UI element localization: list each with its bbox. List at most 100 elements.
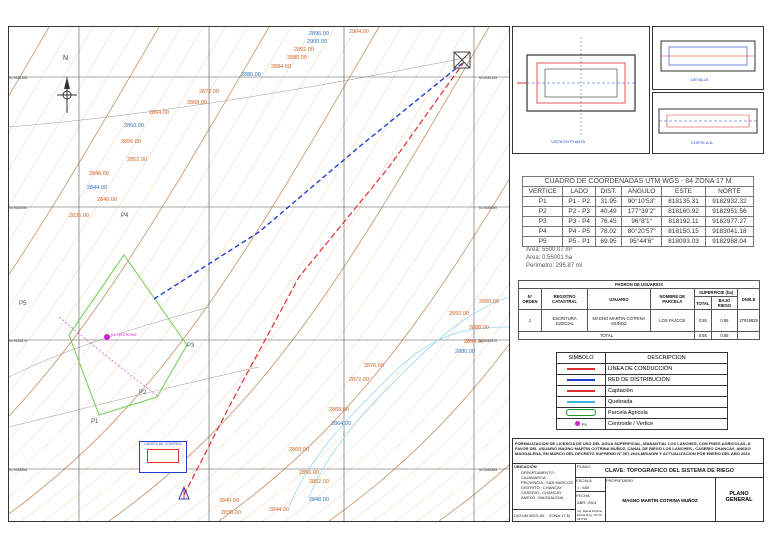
legend-description: RED DE DISTRIBUCIÓN bbox=[605, 374, 728, 386]
perimeter: Perímetro: 296.87 ml bbox=[526, 263, 583, 269]
contour-label: 2900.00 bbox=[307, 39, 327, 45]
contour-label: 2868.00 bbox=[329, 407, 349, 413]
casetta-stamp: CASETA DE CONTROL bbox=[139, 441, 187, 473]
stamp-box bbox=[147, 449, 179, 463]
contour-label: 2880.00 bbox=[455, 349, 475, 355]
legend-symbol bbox=[556, 374, 606, 386]
cell: 90°10'53" bbox=[621, 196, 663, 207]
title-block: FORMALIZACION DE LICENCIA DE USO DEL AGU… bbox=[512, 438, 764, 522]
padron-title: PADRON DE USUARIOS bbox=[518, 280, 760, 289]
lamina-box: PLANO GENERAL bbox=[715, 477, 763, 521]
contour-line bbox=[9, 27, 94, 171]
contour-label: 2848.00 bbox=[89, 171, 109, 177]
contour-line bbox=[9, 27, 226, 366]
cell: 818093.03 bbox=[661, 236, 706, 247]
contour-label: 2844.00 bbox=[87, 185, 107, 191]
fecha-label: FECHA bbox=[575, 491, 605, 499]
detail-title: DETALLE bbox=[691, 77, 709, 82]
area-ha: Area: 0.55001 ha bbox=[526, 255, 573, 261]
trail-line bbox=[9, 366, 260, 428]
ubicacion-item: DEPARTAMENTO : CAJAMARCA bbox=[521, 470, 556, 480]
contour-label: 2856.00 bbox=[299, 470, 319, 476]
contour-label: 2860.00 bbox=[289, 447, 309, 453]
contour-line bbox=[152, 67, 509, 521]
contour-line bbox=[9, 27, 358, 498]
legend-swatch bbox=[567, 379, 595, 381]
cell: 0.55 bbox=[710, 309, 739, 332]
contour-line bbox=[20, 27, 402, 521]
propietario-box: PROPIETARIO MAGNO MARTIN COTRINA MUÑOZ bbox=[605, 477, 716, 521]
grid-lines bbox=[9, 27, 509, 521]
legend-description: Centroide / Vertice bbox=[605, 418, 728, 430]
cell: 9182988.04 bbox=[704, 236, 755, 247]
title-header: FORMALIZACION DE LICENCIA DE USO DEL AGU… bbox=[513, 439, 763, 464]
captacion-marker bbox=[178, 485, 190, 500]
detail-section-svg bbox=[660, 40, 756, 72]
col-header: LADO bbox=[562, 186, 597, 197]
cell: 818160.92 bbox=[661, 206, 706, 217]
cell: 9182951.56 bbox=[704, 206, 755, 217]
contour-label: 2864.00 bbox=[331, 421, 351, 427]
cell: P2 - P3 bbox=[562, 206, 597, 217]
legend-row: Quebrada bbox=[556, 396, 728, 408]
detail-cut: CORTE A-A bbox=[652, 92, 764, 154]
contour-label: 2872.00 bbox=[199, 89, 219, 95]
contour-line bbox=[504, 517, 509, 521]
col-header: DNI/LE bbox=[737, 288, 760, 310]
area-m2: Area: 5500.07 m² bbox=[526, 247, 573, 253]
legend-centroid-text: P1 bbox=[582, 421, 587, 427]
grid-label: N=9182855 bbox=[9, 468, 28, 472]
col-header: NOMBRE DE PARCELA bbox=[649, 288, 695, 310]
contour-label: 2876.00 bbox=[364, 363, 384, 369]
contour-label: 2856.00 bbox=[121, 139, 141, 145]
ubicacion-item: PROVINCIA : SAN MARCOS bbox=[521, 480, 574, 485]
legend-row: RED DE DISTRIBUCIÓN bbox=[556, 374, 728, 386]
cell: 40.49 bbox=[595, 206, 623, 217]
vertex-label: P1 bbox=[91, 419, 99, 425]
plano-label: PLANO bbox=[577, 464, 591, 469]
plano-box: PLANO CLAVE: TOPOGRAFICO DEL SISTEMA DE … bbox=[575, 463, 763, 478]
contour-line bbox=[9, 27, 248, 392]
datum-box: DATUM WGS-84 ZONA 17 M bbox=[513, 509, 575, 522]
contour-line bbox=[9, 27, 292, 440]
grid-label: N=9182870 bbox=[9, 339, 28, 343]
contour-line bbox=[9, 27, 182, 307]
col-header: ANGULO bbox=[621, 186, 663, 197]
legend-swatch bbox=[567, 390, 595, 392]
cell: 1 bbox=[518, 309, 542, 332]
cell: 818150.15 bbox=[661, 226, 706, 237]
detail-plan-view: VISTA EN PLANTA bbox=[512, 26, 650, 154]
captacion-symbol bbox=[453, 51, 471, 69]
contour-line bbox=[9, 27, 314, 460]
trail-line bbox=[9, 56, 470, 128]
detail-title: VISTA EN PLANTA bbox=[551, 139, 586, 144]
cell: 76.45 bbox=[595, 216, 623, 227]
quebrada-line bbox=[308, 296, 509, 498]
col-header: SUPERFICIE (ha) bbox=[693, 288, 739, 297]
propietario-label: PROPIETARIO bbox=[606, 478, 634, 483]
contour-label: 2868.00 bbox=[187, 100, 207, 106]
ubicacion-label: UBICACIÓN bbox=[514, 464, 537, 469]
cell: 0.55 bbox=[693, 309, 712, 332]
contour-label: 2836.00 bbox=[221, 510, 241, 516]
contour-line bbox=[218, 178, 509, 521]
legend-row: P1 Centroide / Vertice bbox=[556, 418, 728, 430]
cell: MAGNO MARTIN COTRINA MUÑOZ bbox=[587, 309, 651, 332]
contour-line bbox=[9, 27, 138, 242]
escala-value: 1 : 650 bbox=[577, 485, 590, 490]
legend-symbol bbox=[556, 396, 606, 408]
contour-label: 2852.00 bbox=[309, 479, 329, 485]
cell bbox=[737, 331, 760, 340]
cell: 96°8'1" bbox=[621, 216, 663, 227]
contour-line bbox=[394, 422, 509, 521]
col-header: REGISTRO CATASTRAL bbox=[540, 288, 589, 310]
vertex-label: P4 bbox=[121, 213, 129, 219]
cell: 0.55 bbox=[710, 331, 739, 340]
cell: P4 bbox=[521, 226, 564, 237]
